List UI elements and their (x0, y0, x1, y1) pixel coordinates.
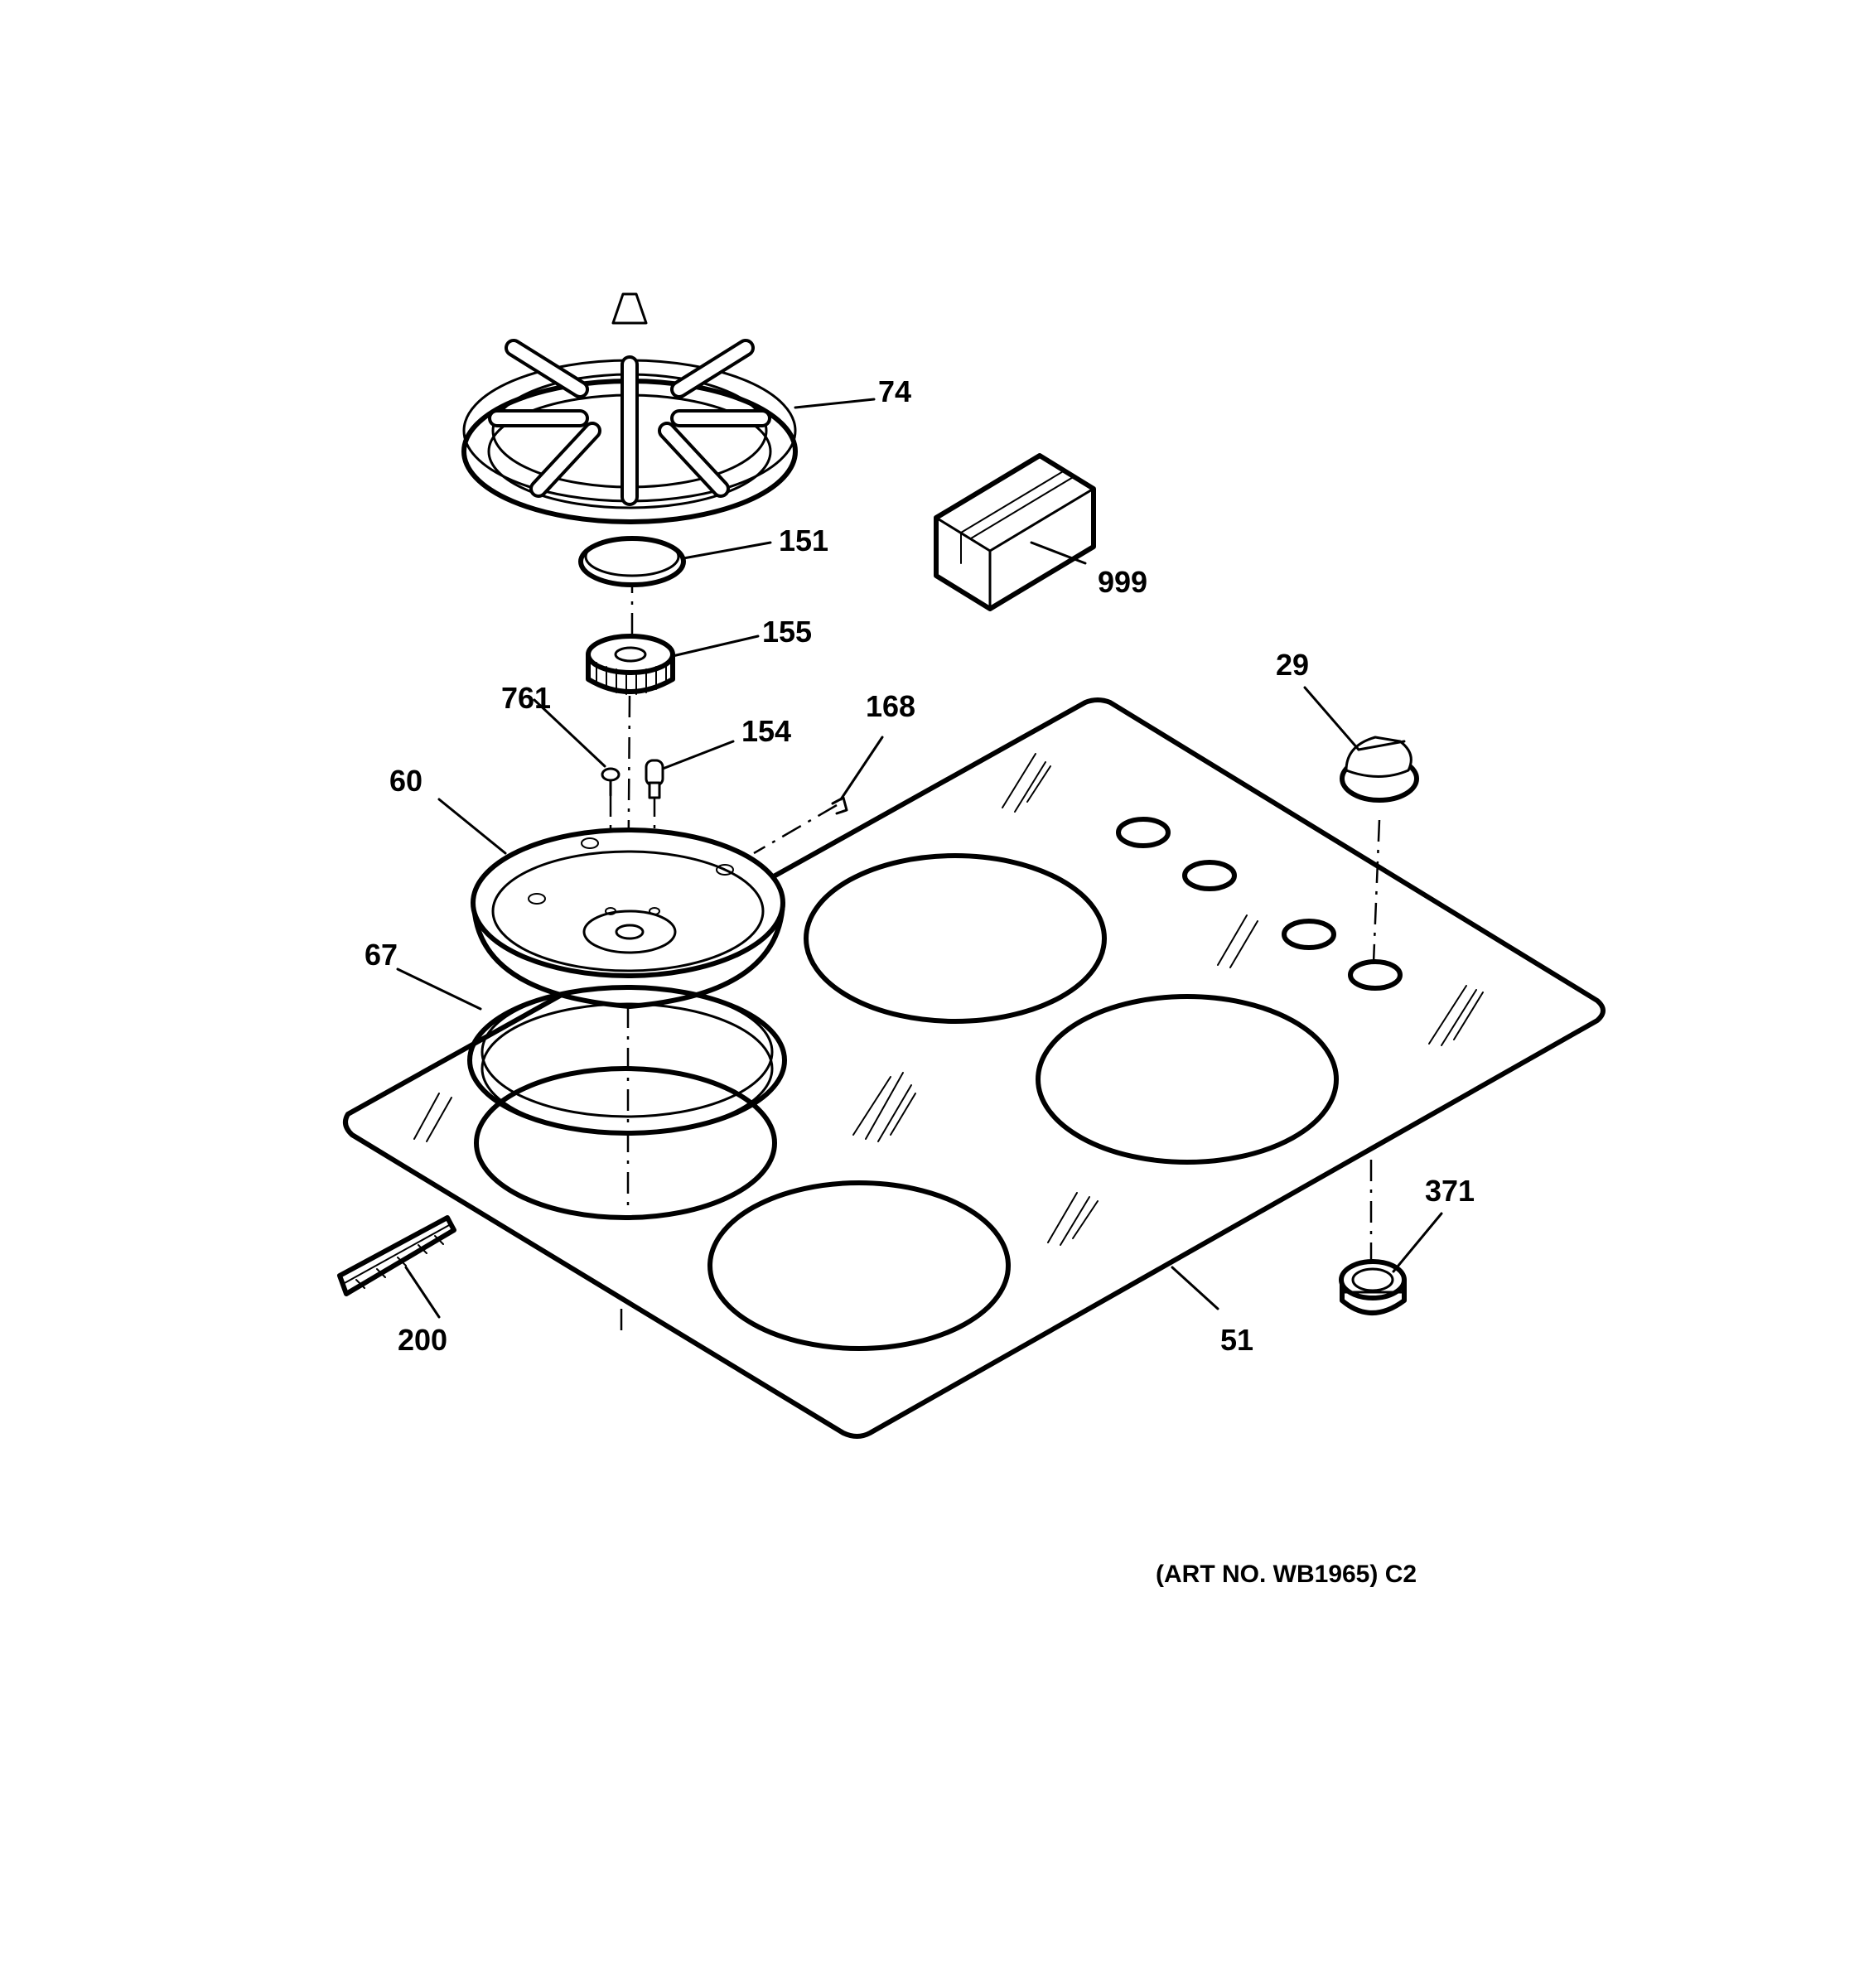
callout-761: 761 (501, 681, 551, 715)
callout-67: 67 (365, 938, 398, 972)
igniter-part-154 (645, 759, 664, 799)
art-number: (ART NO. WB1965) C2 (1156, 1561, 1417, 1588)
callout-labels: 74 151 155 999 29 761 154 168 60 67 371 … (365, 374, 1475, 1588)
clip-part-168 (831, 796, 848, 815)
screw-part-761 (601, 767, 621, 797)
callout-200: 200 (398, 1323, 447, 1357)
callout-168: 168 (866, 689, 915, 723)
callout-154: 154 (741, 714, 791, 748)
gasket-strip-part-200 (337, 1215, 456, 1296)
callout-151: 151 (779, 524, 828, 557)
callout-74: 74 (878, 374, 911, 408)
callout-29: 29 (1276, 648, 1309, 682)
cooktop-glass-part-51 (342, 697, 1606, 1439)
callout-999: 999 (1098, 565, 1147, 599)
callout-371: 371 (1425, 1174, 1475, 1208)
callout-155: 155 (762, 615, 812, 649)
seal-ring-part-67 (467, 985, 787, 1136)
burner-head-part-155 (586, 634, 675, 695)
burner-bowl-part-60 (471, 828, 785, 1009)
parts-box-part-999 (934, 453, 1096, 611)
burner-cap-part-151 (578, 536, 686, 587)
callout-60: 60 (389, 764, 423, 798)
control-knob-part-29 (1340, 736, 1419, 803)
leader-lines (396, 398, 1443, 1319)
burner-grate-part-74 (461, 292, 798, 524)
callout-51: 51 (1220, 1323, 1253, 1357)
knob-bezel-part-371 (1339, 1259, 1407, 1315)
